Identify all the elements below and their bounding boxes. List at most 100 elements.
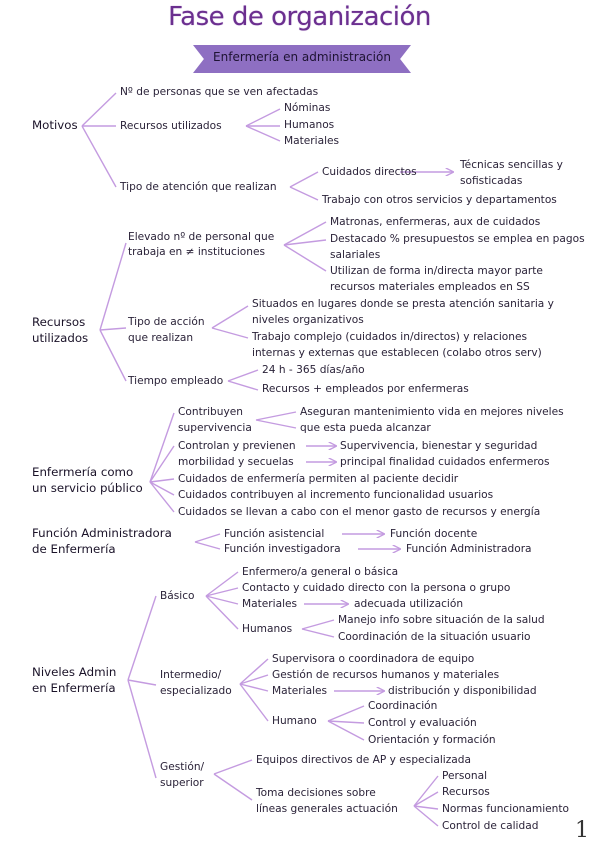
node-utilizan-1: Utilizan de forma in/directa mayor parte bbox=[330, 265, 543, 277]
node-manejo: Manejo info sobre situación de la salud bbox=[338, 614, 545, 626]
node-supervivencia: Supervivencia, bienestar y seguridad bbox=[340, 440, 538, 452]
node-humano: Humano bbox=[272, 715, 317, 727]
node-distribucion: distribución y disponibilidad bbox=[388, 685, 537, 697]
connector bbox=[255, 419, 297, 429]
connector bbox=[255, 411, 297, 421]
node-trabajo-complejo-1: Trabajo complejo (cuidados in/directos) … bbox=[252, 331, 528, 343]
node-aseguran-2: que esta pueda alcanzar bbox=[300, 422, 431, 434]
node-recursos-gestion: Recursos bbox=[442, 786, 490, 798]
node-materiales-basico: Materiales bbox=[242, 598, 298, 610]
node-destacado-1: Destacado % presupuestos se emplea en pa… bbox=[330, 233, 585, 245]
connector bbox=[149, 481, 175, 496]
node-docente: Función docente bbox=[390, 528, 478, 540]
node-servicio-label-1: Enfermería como bbox=[32, 465, 134, 479]
node-cuidados-llevan: Cuidados se llevan a cabo con el menor g… bbox=[178, 506, 541, 518]
node-investigadora: Función investigadora bbox=[224, 543, 341, 555]
node-cuidados-permiten: Cuidados de enfermería permiten al pacie… bbox=[178, 473, 459, 485]
node-cuidados-directos: Cuidados directos bbox=[322, 166, 417, 178]
node-servicio-label-2: un servicio público bbox=[32, 481, 143, 495]
connector bbox=[245, 125, 281, 142]
connector bbox=[327, 720, 365, 724]
node-materiales-intermedio: Materiales bbox=[272, 685, 328, 697]
connector bbox=[283, 221, 327, 246]
connector bbox=[211, 305, 249, 329]
node-recursos-label-2: utilizados bbox=[32, 331, 89, 345]
node-trabajo-complejo-2: internas y externas que establecen (cola… bbox=[252, 347, 542, 359]
node-gestion-recursos: Gestión de recursos humanos y materiales bbox=[272, 669, 500, 681]
connector bbox=[205, 587, 239, 597]
connector bbox=[227, 380, 259, 391]
node-intermedio-1: Intermedio/ bbox=[160, 669, 222, 681]
connector bbox=[413, 791, 439, 807]
connector bbox=[213, 773, 253, 801]
node-niveles-label-2: en Enfermería bbox=[32, 681, 116, 695]
node-recursos-utilizados: Recursos utilizados bbox=[120, 120, 222, 132]
connector bbox=[99, 242, 127, 331]
connector bbox=[327, 705, 365, 722]
node-coordinacion: Coordinación bbox=[368, 700, 438, 712]
node-toma-2: líneas generales actuación bbox=[256, 803, 398, 815]
node-gestion-1: Gestión/ bbox=[160, 761, 205, 773]
connector bbox=[245, 108, 281, 127]
node-tipo-atencion: Tipo de atención que realizan bbox=[120, 181, 277, 193]
node-utilizan-2: recursos materiales empleados en SS bbox=[330, 281, 530, 293]
connector bbox=[239, 674, 269, 685]
node-contribuyen-1: Contribuyen bbox=[178, 406, 243, 418]
node-gestion-2: superior bbox=[160, 777, 204, 789]
connector bbox=[289, 186, 319, 201]
connector bbox=[127, 679, 157, 686]
node-personas: Nº de personas que se ven afectadas bbox=[120, 86, 319, 98]
connector bbox=[149, 478, 175, 483]
node-tecnicas-2: sofisticadas bbox=[460, 175, 523, 187]
node-situados-2: niveles organizativos bbox=[252, 314, 364, 326]
connector bbox=[239, 658, 269, 685]
node-motivos: Motivos bbox=[32, 118, 78, 132]
node-adecuada: adecuada utilización bbox=[354, 598, 464, 610]
page-number: 1 bbox=[575, 818, 589, 843]
connector bbox=[81, 125, 117, 188]
connector bbox=[205, 595, 239, 605]
connector bbox=[289, 171, 319, 188]
node-aseguran-1: Aseguran mantenimiento vida en mejores n… bbox=[300, 406, 564, 418]
node-intermedio-2: especializado bbox=[160, 685, 232, 697]
node-coordinacion-situacion: Coordinación de la situación usuario bbox=[338, 631, 531, 643]
node-normas: Normas funcionamiento bbox=[442, 803, 570, 815]
node-funcion-label-2: de Enfermería bbox=[32, 542, 116, 556]
node-tipo-accion-2: que realizan bbox=[128, 332, 194, 344]
connector bbox=[81, 92, 117, 127]
node-recursos-label-1: Recursos bbox=[32, 315, 86, 329]
node-personal: Personal bbox=[442, 770, 488, 782]
node-horas: 24 h - 365 días/año bbox=[262, 364, 365, 376]
connector bbox=[301, 628, 335, 638]
node-elevado-2: trabaja en ≠ instituciones bbox=[128, 246, 266, 258]
node-controlan-2: morbilidad y secuelas bbox=[178, 456, 294, 468]
connector bbox=[213, 759, 253, 775]
connector bbox=[239, 683, 269, 722]
node-nominas: Nóminas bbox=[284, 102, 331, 114]
node-control: Control y evaluación bbox=[368, 717, 477, 729]
connector bbox=[127, 679, 157, 779]
node-tecnicas-1: Técnicas sencillas y bbox=[460, 159, 563, 171]
connector bbox=[227, 369, 259, 382]
node-funcion-label-1: Función Administradora bbox=[32, 526, 172, 540]
node-administradora: Función Administradora bbox=[406, 543, 532, 555]
connector bbox=[239, 683, 269, 692]
page-title: Fase de organización bbox=[168, 2, 431, 32]
node-principal: principal finalidad cuidados enfermeros bbox=[340, 456, 550, 468]
node-basico: Básico bbox=[160, 590, 195, 602]
node-tipo-accion-1: Tipo de acción bbox=[128, 316, 205, 328]
subtitle-banner bbox=[193, 45, 411, 73]
connector bbox=[211, 327, 249, 339]
node-toma-1: Toma decisiones sobre bbox=[256, 787, 376, 799]
node-trabajo-otros: Trabajo con otros servicios y departamen… bbox=[322, 194, 557, 206]
connector bbox=[99, 327, 127, 331]
node-contacto: Contacto y cuidado directo con la person… bbox=[242, 582, 511, 594]
connector bbox=[205, 571, 239, 597]
node-tiempo: Tiempo empleado bbox=[128, 375, 224, 387]
connector bbox=[413, 775, 439, 807]
connector bbox=[301, 619, 335, 630]
connector bbox=[149, 481, 175, 513]
connector bbox=[413, 805, 439, 810]
node-recursos-empleados: Recursos + empleados por enfermeras bbox=[262, 383, 469, 395]
